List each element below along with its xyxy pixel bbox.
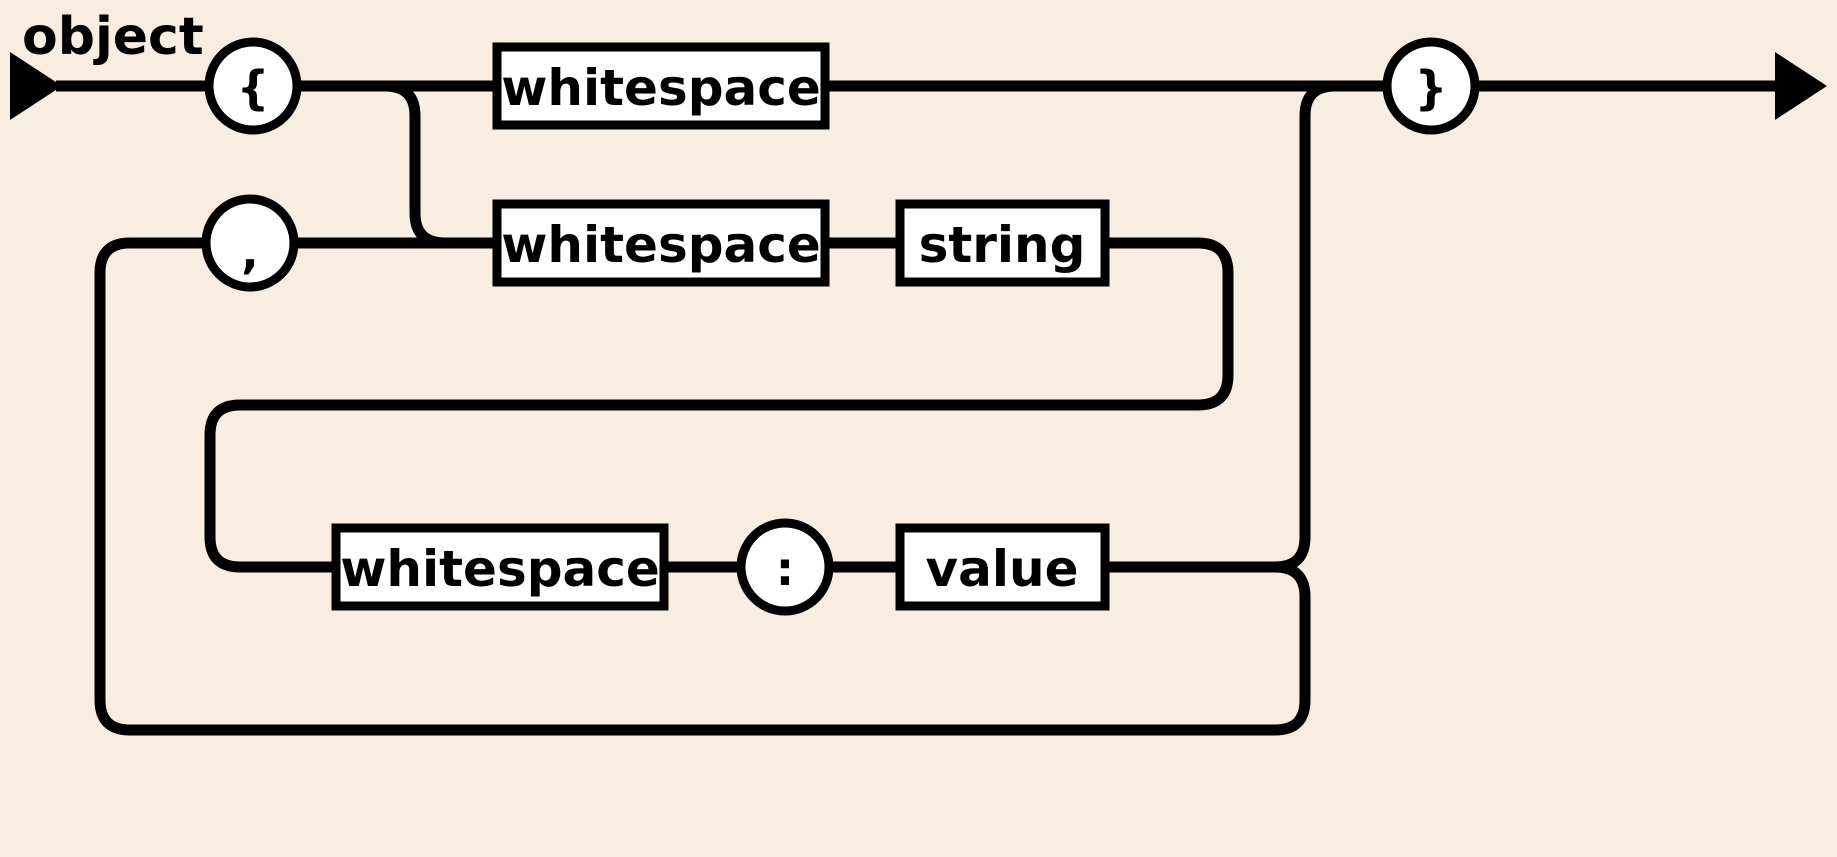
terminal-open-brace-circle[interactable] <box>204 37 302 135</box>
terminal-colon-label: : <box>776 542 794 596</box>
start-arrow-icon <box>10 52 62 120</box>
nonterminal-value-label: value <box>926 540 1079 598</box>
nonterminal-value-box[interactable] <box>895 523 1110 611</box>
nonterminal-whitespace-1-box[interactable] <box>492 42 830 130</box>
track-open-brace-branch-down <box>352 80 497 249</box>
nonterminal-string-box[interactable] <box>895 199 1110 287</box>
nonterminal-whitespace-1-label: whitespace <box>501 59 821 117</box>
terminal-close-brace-label: } <box>1415 61 1448 115</box>
nonterminal-whitespace-2-label: whitespace <box>501 216 821 274</box>
track-repeat-loop-to-comma <box>94 237 1311 736</box>
nonterminal-whitespace-2-box[interactable] <box>492 199 830 287</box>
diagram-title: object <box>22 7 204 67</box>
nonterminal-whitespace-3-box[interactable] <box>331 523 669 611</box>
end-arrow-icon <box>1775 52 1827 120</box>
track-value-to-close-brace <box>1105 80 1389 573</box>
terminal-comma-label: , <box>241 225 258 279</box>
terminal-comma-circle[interactable] <box>201 194 299 292</box>
terminal-open-brace-label: { <box>237 61 270 115</box>
terminal-close-brace-circle[interactable] <box>1382 37 1480 135</box>
track-string-loopback-to-whitespace3 <box>204 237 1234 573</box>
terminal-colon-circle[interactable] <box>736 518 834 616</box>
nonterminal-whitespace-3-label: whitespace <box>340 540 660 598</box>
nonterminal-string-label: string <box>919 216 1086 274</box>
